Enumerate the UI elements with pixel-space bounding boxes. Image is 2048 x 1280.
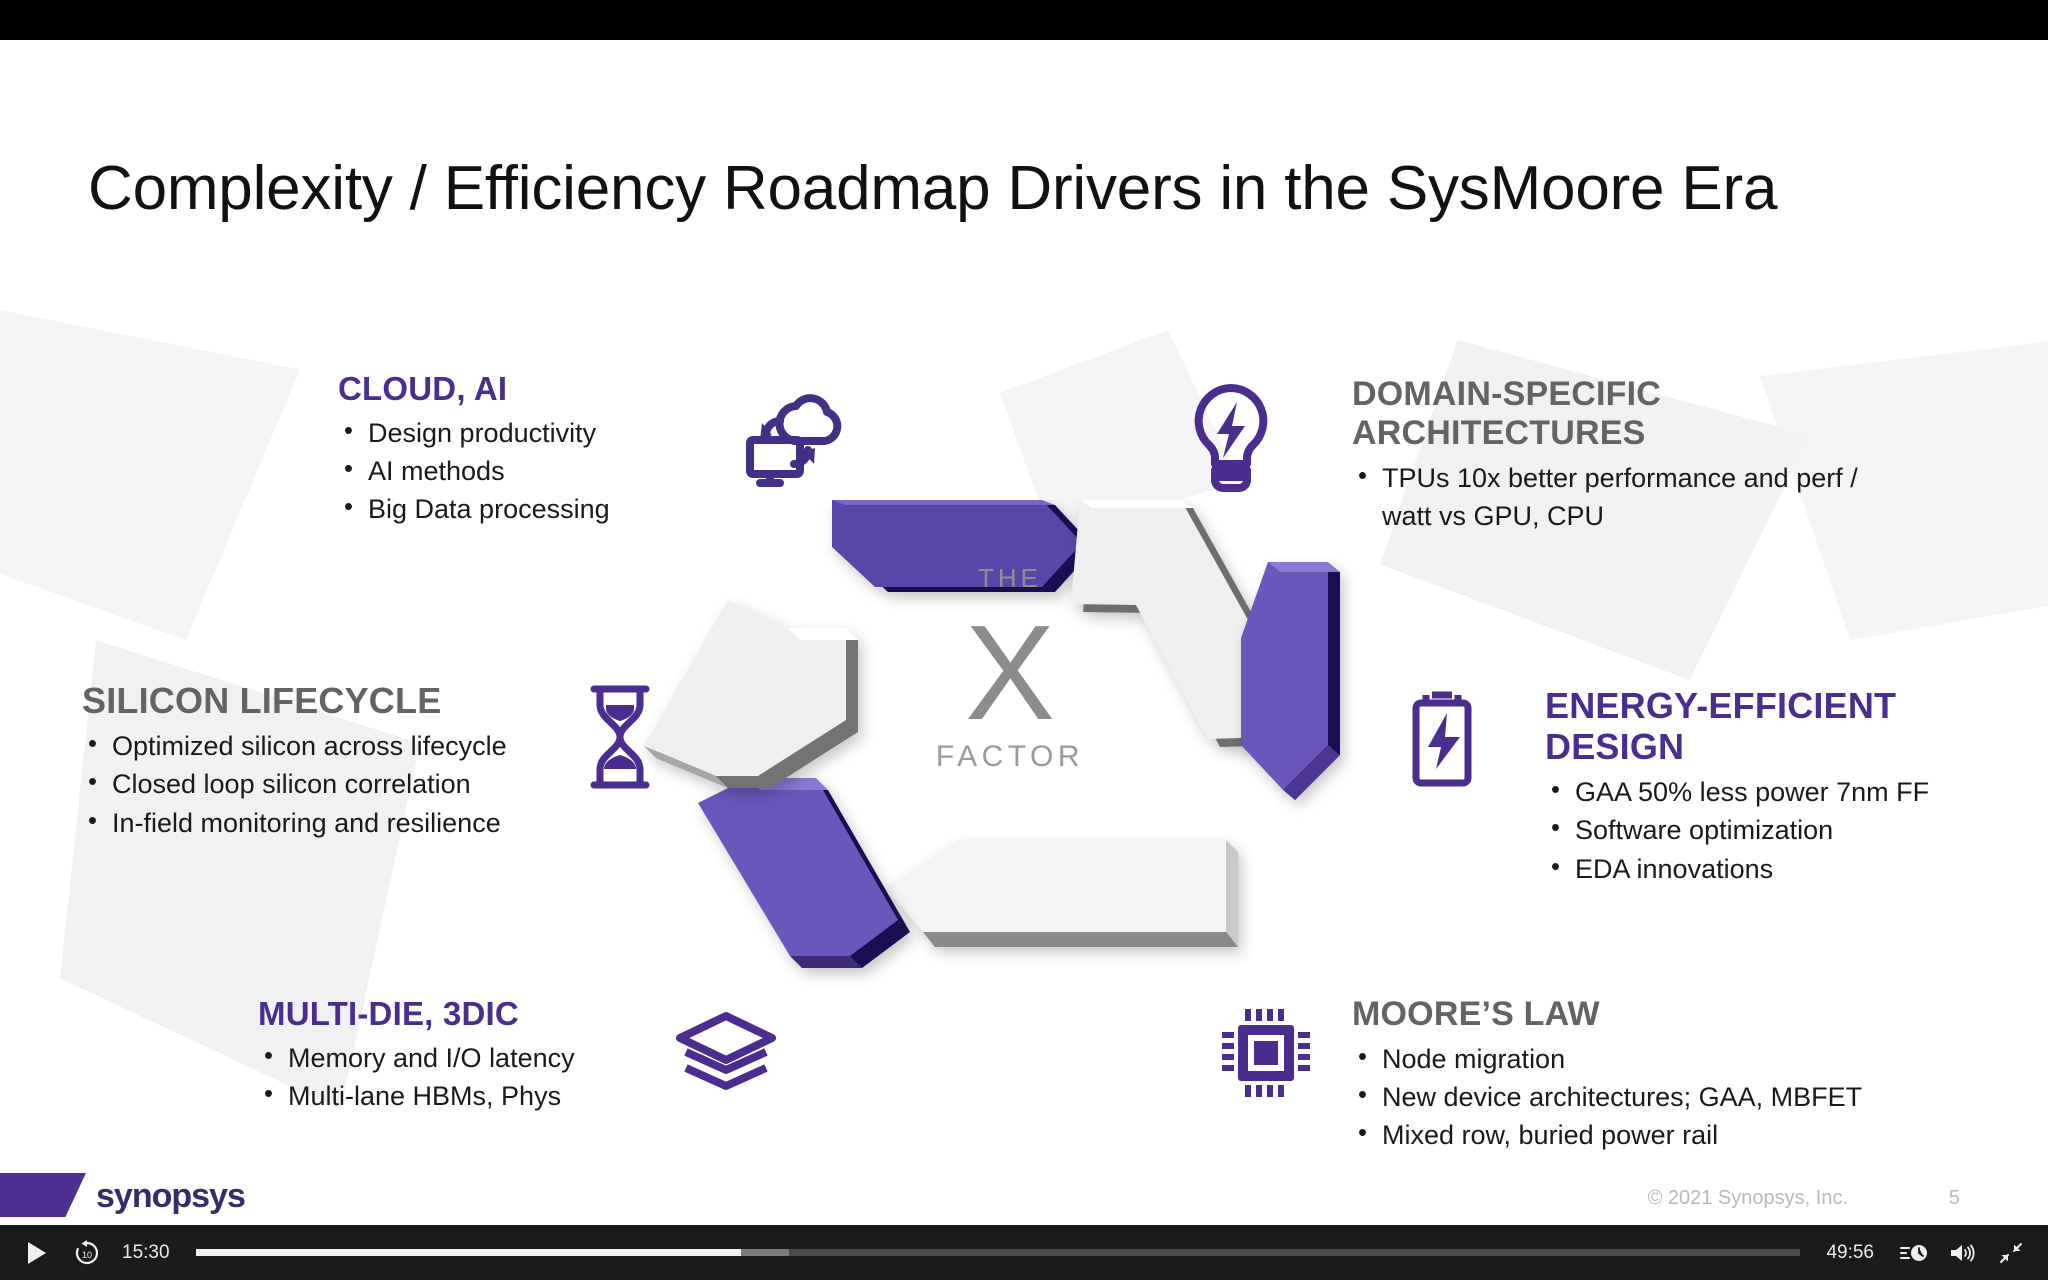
layers-icon <box>672 1010 780 1094</box>
list-item: GAA 50% less power 7nm FF <box>1545 772 1975 811</box>
section-silicon-lifecycle: SILICON LIFECYCLE Optimized silicon acro… <box>82 680 602 842</box>
rewind-10-button[interactable]: 10 <box>66 1232 108 1274</box>
section-heading: CLOUD, AI <box>338 370 508 407</box>
battery-bolt-icon <box>1400 685 1484 795</box>
cycle-segment-right <box>1241 562 1340 800</box>
playback-speed-button[interactable] <box>1894 1232 1936 1274</box>
play-button[interactable] <box>16 1232 58 1274</box>
section-heading: MULTI-DIE, 3DIC <box>258 995 519 1032</box>
list-item: EDA innovations <box>1545 849 1975 888</box>
list-item: New device architectures; GAA, MBFET <box>1352 1077 1882 1116</box>
volume-icon <box>1951 1244 1975 1261</box>
exit-fullscreen-icon <box>2000 1242 2022 1263</box>
playback-speed-icon <box>1900 1244 1927 1261</box>
synopsys-logo-mark <box>0 1173 86 1217</box>
exit-fullscreen-button[interactable] <box>1990 1232 2032 1274</box>
list-item: Optimized silicon across lifecycle <box>82 726 602 765</box>
cycle-segment-bottom-right <box>886 840 1238 947</box>
hexagon-cycle-diagram <box>640 500 1380 1040</box>
list-item: Big Data processing <box>338 489 758 528</box>
cycle-segment-top <box>832 500 1095 592</box>
video-control-bar: 10 15:30 49:56 <box>0 1225 2048 1280</box>
list-item: Closed loop silicon correlation <box>82 764 602 803</box>
list-item: TPUs 10x better performance and perf / w… <box>1352 458 1872 536</box>
copyright-text: © 2021 Synopsys, Inc. <box>1647 1187 1848 1209</box>
volume-button[interactable] <box>1942 1232 1984 1274</box>
slide-canvas: Complexity / Efficiency Roadmap Drivers … <box>0 40 2048 1225</box>
seek-track <box>195 1249 1801 1256</box>
list-item: Memory and I/O latency <box>258 1038 688 1077</box>
synopsys-logo-text: synopsys <box>96 1177 246 1215</box>
section-bullets: Memory and I/O latency Multi-lane HBMs, … <box>258 1038 688 1116</box>
lightbulb-bolt-icon <box>1175 378 1287 496</box>
list-item: Design productivity <box>338 413 758 452</box>
rewind-amount-label: 10 <box>82 1250 92 1260</box>
seek-played <box>195 1249 742 1256</box>
section-bullets: Node migration New device architectures;… <box>1352 1039 1882 1155</box>
section-multi-die-3dic: MULTI-DIE, 3DIC Memory and I/O latency M… <box>258 995 688 1115</box>
list-item: Mixed row, buried power rail <box>1352 1115 1882 1154</box>
section-heading: DOMAIN-SPECIFIC ARCHITECTURES <box>1352 375 1661 452</box>
section-bullets: TPUs 10x better performance and perf / w… <box>1352 458 1872 536</box>
section-bullets: Design productivity AI methods Big Data … <box>338 413 758 529</box>
slide-footer: synopsys © 2021 Synopsys, Inc. 5 <box>0 1159 2048 1225</box>
section-moores-law: MOORE’S LAW Node migration New device ar… <box>1352 995 1882 1155</box>
page-number: 5 <box>1948 1187 1960 1209</box>
hourglass-icon <box>582 683 658 791</box>
list-item: AI methods <box>338 451 758 490</box>
section-bullets: Optimized silicon across lifecycle Close… <box>82 726 602 842</box>
cycle-segment-left <box>644 600 858 788</box>
section-heading: SILICON LIFECYCLE <box>82 680 442 721</box>
section-heading: ENERGY-EFFICIENT DESIGN <box>1545 685 1897 768</box>
section-bullets: GAA 50% less power 7nm FF Software optim… <box>1545 772 1975 888</box>
background-shape <box>0 310 300 640</box>
play-icon <box>28 1241 46 1264</box>
cloud-sync-icon <box>740 380 852 490</box>
chip-icon <box>1218 1005 1314 1101</box>
list-item: Multi-lane HBMs, Phys <box>258 1076 688 1115</box>
seek-bar[interactable] <box>195 1244 1801 1262</box>
section-heading: MOORE’S LAW <box>1352 995 1600 1033</box>
list-item: In-field monitoring and resilience <box>82 803 602 842</box>
total-time-label: 49:56 <box>1826 1241 1874 1263</box>
section-energy-efficient-design: ENERGY-EFFICIENT DESIGN GAA 50% less pow… <box>1545 685 1975 888</box>
section-cloud-ai: CLOUD, AI Design productivity AI methods… <box>338 370 758 529</box>
cycle-segment-bottom-left <box>698 778 910 968</box>
current-time-label: 15:30 <box>122 1241 170 1263</box>
rewind-10-icon: 10 <box>75 1239 99 1264</box>
list-item: Node migration <box>1352 1039 1882 1078</box>
page-title: Complexity / Efficiency Roadmap Drivers … <box>88 154 1778 223</box>
list-item: Software optimization <box>1545 810 1975 849</box>
section-domain-specific-architectures: DOMAIN-SPECIFIC ARCHITECTURES TPUs 10x b… <box>1352 375 1872 535</box>
